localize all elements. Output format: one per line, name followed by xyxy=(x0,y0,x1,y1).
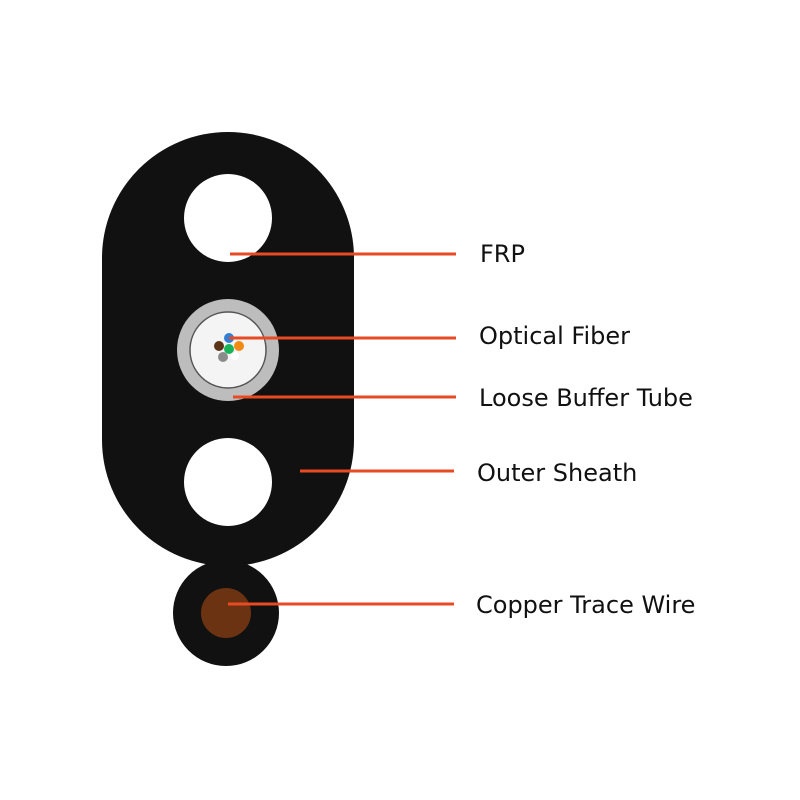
frp-bottom xyxy=(184,438,272,526)
label-loose-buffer-tube: Loose Buffer Tube xyxy=(479,384,693,412)
label-frp: FRP xyxy=(480,240,525,268)
label-optical-fiber: Optical Fiber xyxy=(479,322,630,350)
fiber-orange xyxy=(234,341,244,351)
fiber-green xyxy=(224,344,234,354)
label-copper-trace-wire: Copper Trace Wire xyxy=(476,591,696,619)
frp-top xyxy=(184,174,272,262)
fiber-brown xyxy=(214,341,224,351)
label-outer-sheath: Outer Sheath xyxy=(477,459,638,487)
copper-wire-core xyxy=(201,588,251,638)
fiber-white xyxy=(231,352,239,360)
leader-lines xyxy=(228,252,456,606)
fiber-grey xyxy=(218,352,228,362)
